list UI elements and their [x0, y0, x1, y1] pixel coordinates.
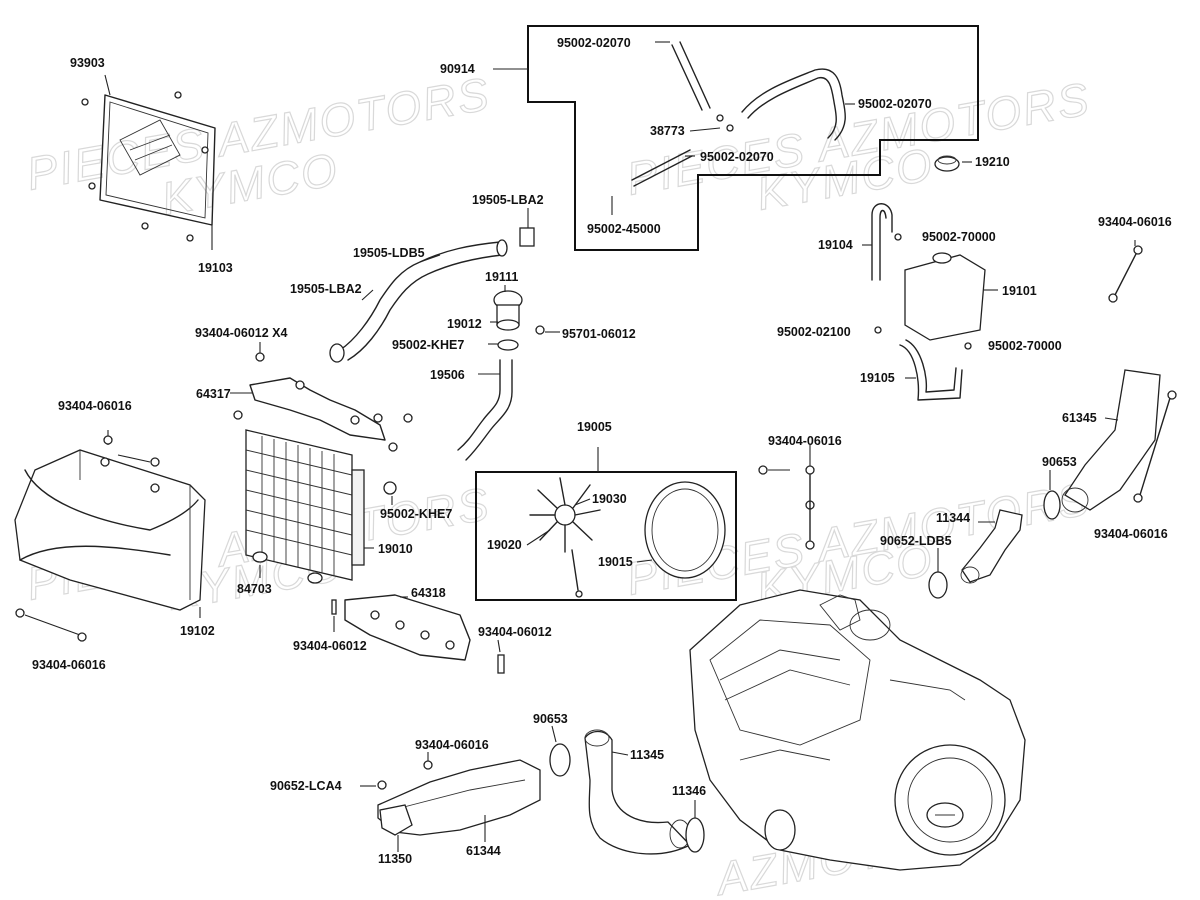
label-19102: 19102	[180, 624, 215, 638]
coolant-reservoir	[904, 252, 998, 341]
label-11350: 11350	[378, 852, 412, 866]
label-95002-70000: 95002-70000	[988, 339, 1062, 353]
label-90914: 90914	[440, 62, 475, 76]
label-11344: 11344	[936, 511, 970, 525]
label-19015: 19015	[598, 555, 633, 569]
radiator	[245, 429, 398, 581]
label-95701-06012: 95701-06012	[562, 327, 636, 341]
label-19505-ldb5: 19505-LDB5	[353, 246, 425, 260]
hose-11344	[960, 509, 1023, 584]
label-64317: 64317	[196, 387, 231, 401]
label-19010: 19010	[378, 542, 413, 556]
lower-bracket	[331, 594, 505, 674]
label-11346: 11346	[672, 784, 706, 798]
label-95002-02070: 95002-02070	[557, 36, 631, 50]
label-19101: 19101	[1002, 284, 1037, 298]
label-19020: 19020	[487, 538, 522, 552]
label-19505-lba2: 19505-LBA2	[472, 193, 544, 207]
label-90653: 90653	[1042, 455, 1077, 469]
fan-shroud	[14, 430, 206, 642]
label-93404-06016: 93404-06016	[32, 658, 106, 672]
fan-ring	[636, 481, 726, 579]
bolt-right-top	[1108, 240, 1143, 303]
clamp-11346	[685, 800, 705, 853]
bolt-group-middle	[758, 445, 815, 550]
lower-hose-19506	[457, 359, 513, 461]
label-19030: 19030	[592, 492, 627, 506]
fan-group-box	[475, 447, 737, 601]
reservoir-hose-19105	[874, 326, 972, 401]
clamp-90653-lower	[549, 725, 571, 777]
label-19104: 19104	[818, 238, 853, 252]
label-19012: 19012	[447, 317, 482, 331]
label-19210: 19210	[975, 155, 1010, 169]
gasket-sheet	[81, 74, 216, 250]
label-95002-02070: 95002-02070	[858, 97, 932, 111]
radiator-cap	[934, 155, 972, 172]
label-19111: 19111	[485, 270, 518, 284]
label-61345: 61345	[1062, 411, 1097, 425]
rubber-mount	[252, 551, 323, 584]
clamp-90653-right	[1043, 470, 1061, 520]
label-84703: 84703	[237, 582, 272, 596]
label-19005: 19005	[577, 420, 612, 434]
label-19105: 19105	[860, 371, 895, 385]
label-93903: 93903	[70, 56, 105, 70]
air-duct-61345	[1061, 369, 1177, 513]
label-64318: 64318	[411, 586, 446, 600]
part-labels: 93903 19103 90914 95002-02070 95002-0207…	[32, 36, 1172, 866]
label-19505-lba2: 19505-LBA2	[290, 282, 362, 296]
label-93404-06016: 93404-06016	[415, 738, 489, 752]
label-90653: 90653	[533, 712, 568, 726]
label-19506: 19506	[430, 368, 465, 382]
label-93404-06012-x4: 93404-06012 X4	[195, 326, 287, 340]
engine-assembly	[689, 589, 1026, 871]
reservoir-hose-19104	[862, 203, 902, 281]
label-61344: 61344	[466, 844, 501, 858]
label-11345: 11345	[630, 748, 664, 762]
label-93404-06016: 93404-06016	[1094, 527, 1168, 541]
breather-hoses	[611, 41, 855, 215]
clamp-90652-ldb5	[928, 548, 948, 599]
label-90652-ldb5: 90652-LDB5	[880, 534, 952, 548]
label-95002-khe7: 95002-KHE7	[392, 338, 464, 352]
label-93404-06016: 93404-06016	[1098, 215, 1172, 229]
label-93404-06012: 93404-06012	[293, 639, 367, 653]
label-93404-06012: 93404-06012	[478, 625, 552, 639]
cooling-fan	[526, 477, 601, 598]
label-90652-lca4: 90652-LCA4	[270, 779, 342, 793]
label-93404-06016: 93404-06016	[58, 399, 132, 413]
label-95002-02100: 95002-02100	[777, 325, 851, 339]
label-38773: 38773	[650, 124, 685, 138]
air-duct-61344	[360, 752, 541, 852]
thermostat-housing	[488, 285, 560, 351]
label-19103: 19103	[198, 261, 233, 275]
label-95002-khe7: 95002-KHE7	[380, 507, 452, 521]
label-95002-45000: 95002-45000	[587, 222, 661, 236]
upper-radiator-hose	[329, 208, 535, 363]
label-95002-02070: 95002-02070	[700, 150, 774, 164]
upper-bracket	[230, 342, 413, 441]
label-93404-06016: 93404-06016	[768, 434, 842, 448]
label-95002-70000: 95002-70000	[922, 230, 996, 244]
hose-group-outline	[493, 25, 979, 251]
